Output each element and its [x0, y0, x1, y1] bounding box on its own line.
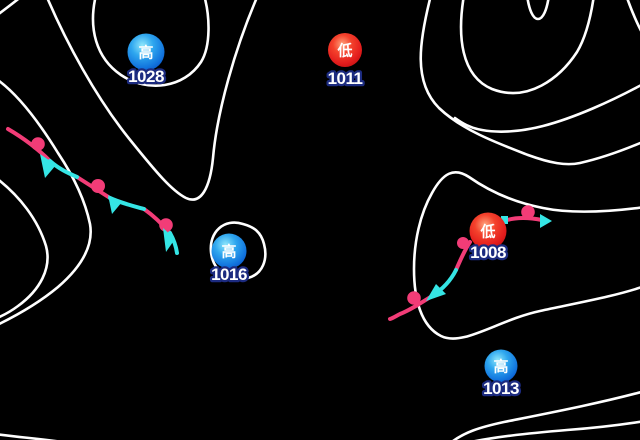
isobar-contour — [452, 390, 640, 440]
pressure-marker-low-1011[interactable]: 低 1011 — [325, 33, 365, 90]
high-pressure-icon — [211, 233, 247, 269]
pressure-value: 1016 — [211, 265, 247, 284]
pressure-marker-high-1016[interactable]: 高 1016 — [209, 233, 250, 286]
isobar-contour — [453, 84, 640, 133]
warm-front-bump-icon — [159, 218, 173, 232]
cold-front-mark-icon — [501, 216, 508, 224]
warm-front-segment — [388, 294, 434, 321]
cold-front-triangle-icon — [163, 228, 175, 252]
low-pressure-icon — [469, 212, 507, 250]
cold-front-triangle-icon — [108, 195, 122, 214]
isobar-contour — [0, 80, 92, 325]
high-glyph: 高 — [493, 358, 508, 376]
isobar-contour — [526, 0, 550, 21]
high-glyph: 高 — [138, 44, 153, 62]
warm-front-bump-icon — [91, 179, 105, 193]
cold-front-arrow-icon — [540, 214, 552, 228]
occluded-front-east — [388, 205, 552, 321]
stationary-front-west — [6, 127, 179, 255]
cold-front-segment — [168, 231, 179, 255]
pressure-value: 1008 — [470, 243, 506, 262]
high-pressure-icon — [127, 33, 165, 71]
pressure-marker-high-1013[interactable]: 高 1013 — [481, 349, 522, 400]
isobar-contour — [474, 420, 640, 440]
pressure-marker-low-1008[interactable]: 低 1008 — [468, 212, 509, 264]
high-pressure-icon — [484, 349, 518, 383]
isobar-contour — [46, 0, 258, 201]
pressure-marker-high-1028[interactable]: 高 1028 — [126, 33, 167, 88]
cold-front-triangle-icon — [426, 284, 446, 301]
warm-front-segment — [6, 127, 52, 163]
warm-front-bump-icon — [31, 137, 45, 151]
isobar-contour — [0, 0, 20, 15]
low-pressure-icon — [328, 33, 362, 67]
warm-front-bump-icon — [457, 237, 469, 249]
isobar-contour — [0, 179, 49, 319]
isobar-contour — [419, 0, 640, 166]
pressure-value: 1028 — [128, 67, 164, 86]
cold-front-triangle-icon — [40, 154, 56, 178]
pressure-value: 1013 — [483, 379, 519, 398]
warm-front-bump-icon — [521, 205, 535, 219]
warm-front-bump-icon — [407, 291, 421, 305]
isobar-contour — [626, 0, 640, 32]
isobar-contour — [0, 433, 58, 440]
pressure-value: 1011 — [328, 69, 363, 88]
low-glyph: 低 — [336, 42, 352, 60]
isobar-contour — [459, 0, 595, 95]
low-glyph: 低 — [479, 223, 495, 241]
isobar-contour — [412, 171, 640, 340]
high-glyph: 高 — [221, 243, 236, 261]
isobar-contour — [91, 0, 210, 87]
isobar-contour — [209, 221, 267, 281]
